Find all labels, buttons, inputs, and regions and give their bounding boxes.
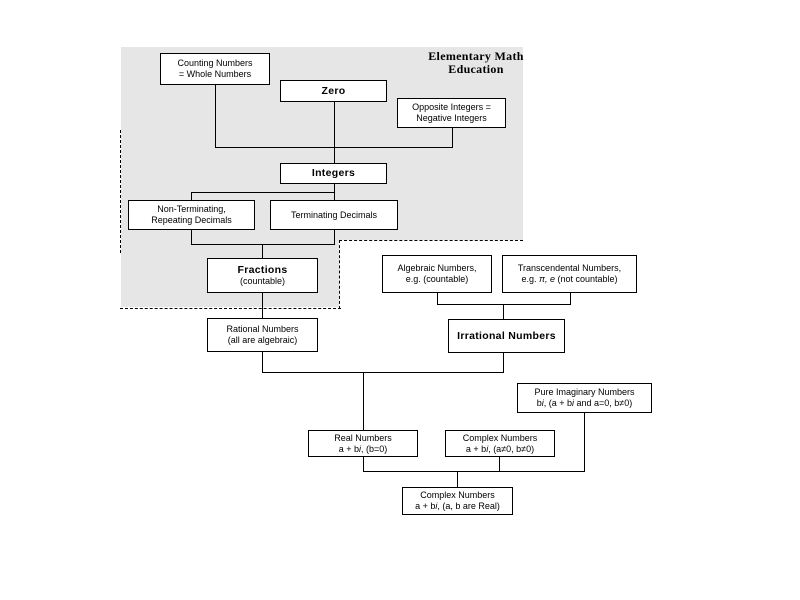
node-algebraic-line2: e.g. (countable) [405, 274, 469, 284]
node-terminating-label: Terminating Decimals [290, 209, 378, 220]
node-zero: Zero [280, 80, 387, 102]
connector-to-fractions [262, 244, 263, 258]
connector-to-nonterminating [191, 192, 192, 200]
node-transcendental-numbers: Transcendental Numbers, e.g. π, e (not c… [502, 255, 637, 293]
connector-zero-to-integers [334, 102, 335, 164]
connector-counting-down [215, 85, 216, 147]
node-nonterminating-line2: Repeating Decimals [151, 215, 232, 225]
node-transcendental-line1: Transcendental Numbers, [517, 263, 622, 273]
connector-complex-nonzero-down [499, 457, 500, 471]
node-integers-label: Integers [311, 167, 356, 179]
connector-opposite-down [452, 128, 453, 148]
node-complex-nonzero-line2: a + bi, (a≠0, b≠0) [465, 443, 535, 454]
node-fractions-line2: (countable) [239, 275, 286, 286]
dashed-border-step-vertical [339, 240, 340, 309]
node-opposite-integers-line1: Opposite Integers = [412, 102, 491, 112]
node-complex-nonzero-line1: Complex Numbers [462, 432, 538, 443]
connector-terminating-down [334, 230, 335, 244]
connector-bus-fractions [191, 244, 335, 245]
node-irrational-numbers: Irrational Numbers [448, 319, 565, 353]
connector-bus-irrational [437, 304, 571, 305]
connector-fractions-to-rational [262, 293, 263, 318]
connector-irrational-down [503, 353, 504, 372]
node-integers: Integers [280, 163, 387, 184]
node-nonterminating-decimals: Non-Terminating, Repeating Decimals [128, 200, 255, 230]
connector-to-real [363, 372, 364, 430]
connector-rational-down [262, 352, 263, 372]
dashed-border-left [120, 130, 121, 253]
connector-transcendental-down [570, 293, 571, 304]
node-fractions-line1: Fractions [237, 263, 288, 276]
node-terminating-decimals: Terminating Decimals [270, 200, 398, 230]
node-complex-all-line1: Complex Numbers [420, 490, 495, 500]
node-counting-numbers-line1: Counting Numbers [177, 58, 253, 68]
node-rational-numbers: Rational Numbers (all are algebraic) [207, 318, 318, 352]
node-complex-numbers-all: Complex Numbers a + bi, (a, b are Real) [402, 487, 513, 515]
node-pure-imaginary-numbers: Pure Imaginary Numbers bi, (a + bi and a… [517, 383, 652, 413]
connector-bus-complex [363, 471, 585, 472]
connector-bus-real [262, 372, 504, 373]
node-rational-line1: Rational Numbers [226, 324, 299, 334]
node-opposite-integers: Opposite Integers = Negative Integers [397, 98, 506, 128]
node-transcendental-line2: e.g. π, e (not countable) [521, 274, 618, 284]
dashed-border-step-horizontal [339, 240, 523, 241]
diagram-title-line1: Elementary Math [428, 49, 524, 63]
node-counting-numbers: Counting Numbers = Whole Numbers [160, 53, 270, 85]
connector-bus-integers [215, 147, 453, 148]
connector-to-complex-all [457, 471, 458, 487]
node-algebraic-numbers: Algebraic Numbers, e.g. (countable) [382, 255, 492, 293]
node-real-line1: Real Numbers [334, 432, 392, 443]
node-nonterminating-line1: Non-Terminating, [157, 204, 226, 214]
node-fractions: Fractions (countable) [207, 258, 318, 293]
node-pure-imaginary-line2: bi, (a + bi and a=0, b≠0) [536, 398, 633, 408]
connector-pure-imaginary-down [584, 413, 585, 471]
node-opposite-integers-line2: Negative Integers [416, 113, 487, 123]
node-irrational-label: Irrational Numbers [457, 329, 556, 342]
node-algebraic-line1: Algebraic Numbers, [397, 263, 477, 273]
diagram-title: Elementary Math Education [420, 50, 532, 76]
node-complex-numbers-nonzero: Complex Numbers a + bi, (a≠0, b≠0) [445, 430, 555, 457]
connector-real-down [363, 457, 364, 471]
diagram-title-line2: Education [448, 62, 504, 76]
node-real-numbers: Real Numbers a + bi, (b=0) [308, 430, 418, 457]
connector-bus-decimals [191, 192, 335, 193]
connector-nonterminating-down [191, 230, 192, 244]
node-zero-label: Zero [321, 84, 346, 97]
node-complex-all-line2: a + bi, (a, b are Real) [415, 501, 500, 511]
connector-to-irrational [503, 304, 504, 319]
node-rational-line2: (all are algebraic) [227, 335, 298, 345]
node-pure-imaginary-line1: Pure Imaginary Numbers [534, 387, 635, 397]
dashed-border-bottom [120, 308, 341, 309]
connector-algebraic-down [437, 293, 438, 304]
node-real-line2: a + bi, (b=0) [338, 443, 388, 454]
node-counting-numbers-line2: = Whole Numbers [178, 69, 252, 79]
